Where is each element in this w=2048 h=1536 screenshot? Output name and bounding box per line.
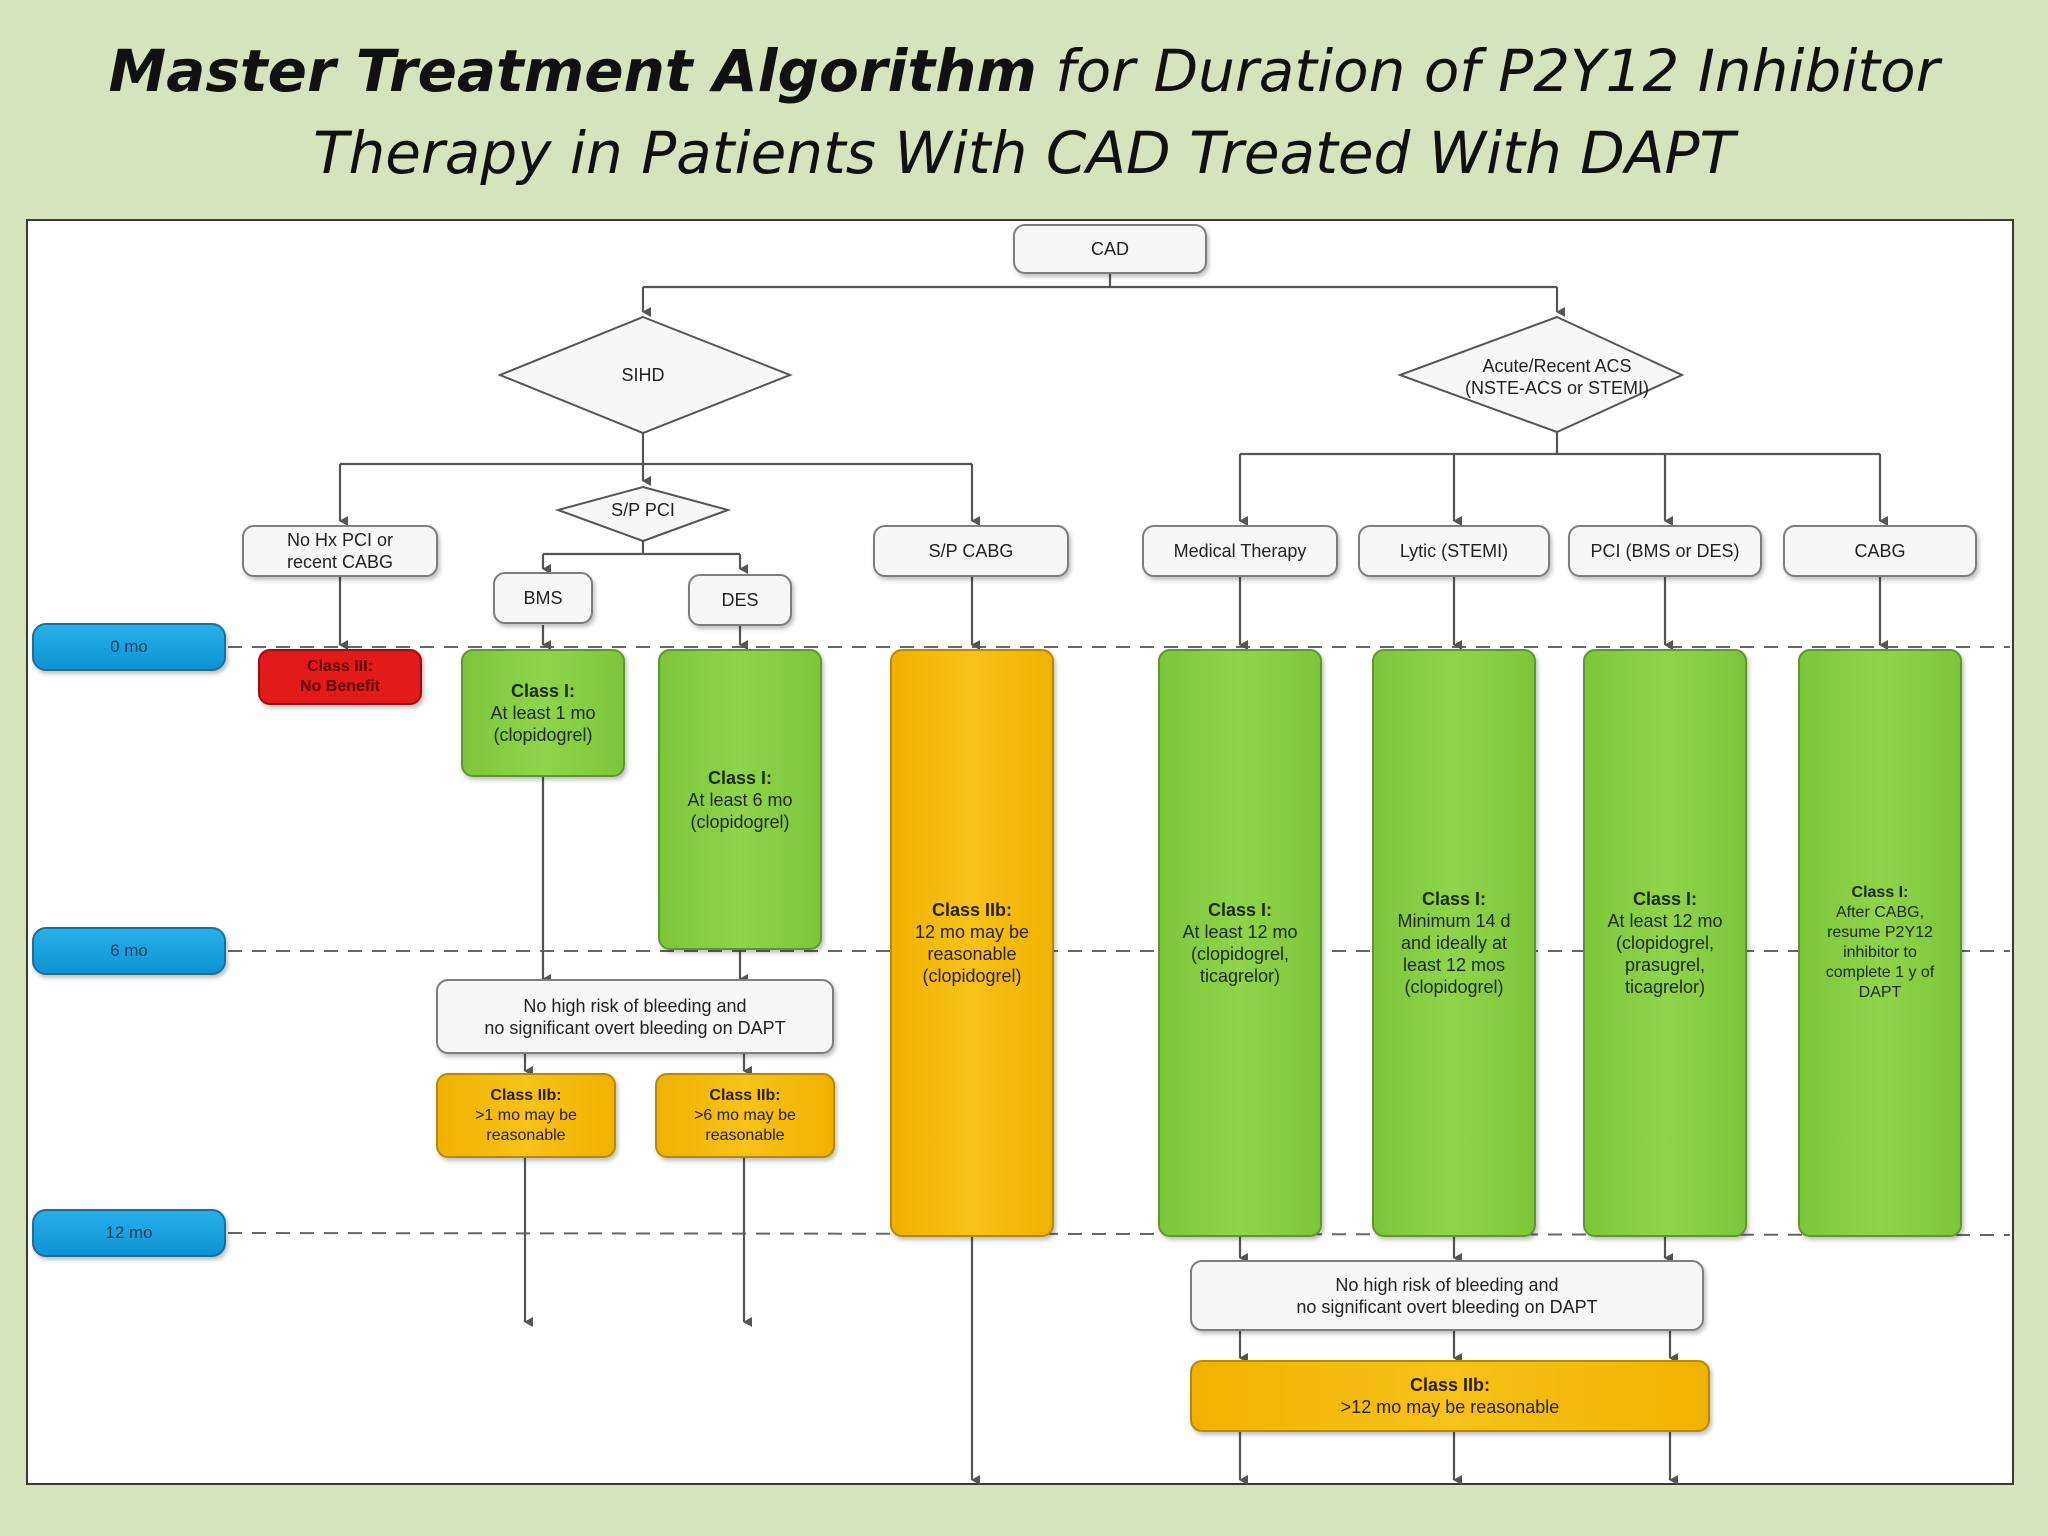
bleeding-criteria-right: No high risk of bleeding and no signific… [1190,1260,1704,1331]
bms-class-label: Class I: [510,681,575,701]
connectors [338,274,1888,1485]
pci-class-label: Class I: [1632,889,1698,909]
bleeding-left-text: No high risk of bleeding and no signific… [484,995,786,1038]
des-class-iib-box: Class IIb: >6 mo may be reasonable [655,1073,835,1158]
des-class-i-box: Class I:At least 6 mo (clopidogrel) [658,649,822,950]
lytic-class-label: Class I: [1421,889,1486,909]
sp-pci-diamond [554,485,732,543]
des-iib-label: Class IIb: [709,1086,781,1104]
acs-cabg-class-label: Class I: [1851,884,1909,901]
no-benefit-text: No Benefit [300,678,380,695]
sp-cabg-class-iib-box: Class IIb:12 mo may be reasonable (clopi… [890,649,1054,1237]
no-hx-pci-node: No Hx PCI or recent CABG [242,525,438,577]
des-iib-text: >6 mo may be reasonable [694,1106,796,1144]
bms-node: BMS [493,572,593,624]
lytic-stemi-node: Lytic (STEMI) [1358,525,1550,577]
sp-pci-label: S/P PCI [611,500,675,520]
cabg-node: CABG [1783,525,1977,577]
bleeding-criteria-left: No high risk of bleeding and no signific… [436,979,834,1054]
acs-label: Acute/Recent ACS (NSTE-ACS or STEMI) [1464,356,1649,398]
timeline-12-mo: 12 mo [32,1209,226,1257]
pci-class-text: At least 12 mo (clopidogrel, prasugrel, … [1607,911,1723,997]
cad-node: CAD [1013,224,1207,274]
medical-class-text: At least 12 mo (clopidogrel, ticagrelor) [1182,922,1298,986]
sp-cabg-class-text: 12 mo may be reasonable (clopidogrel) [914,922,1030,986]
acs-iib-text: >12 mo may be reasonable [1340,1397,1560,1417]
bms-class-iib-box: Class IIb: >1 mo may be reasonable [436,1073,616,1158]
medical-class-i-box: Class I:At least 12 mo (clopidogrel, tic… [1158,649,1322,1237]
bms-iib-text: >1 mo may be reasonable [475,1106,577,1144]
lytic-class-text: Minimum 14 d and ideally at least 12 mos… [1397,911,1511,997]
pci-bms-des-node: PCI (BMS or DES) [1568,525,1762,577]
sihd-label: SIHD [621,365,665,385]
title-bold: Master Treatment Algorithm [108,37,1037,105]
slide-title: Master Treatment Algorithm for Duration … [0,30,2048,194]
sp-cabg-class-label: Class IIb: [931,900,1013,920]
bms-class-text: At least 1 mo (clopidogrel) [490,703,596,745]
bms-class-i-box: Class I:At least 1 mo (clopidogrel) [461,649,625,777]
sp-cabg-node: S/P CABG [873,525,1069,577]
des-node: DES [688,574,792,626]
medical-therapy-node: Medical Therapy [1142,525,1338,577]
sihd-diamond [497,315,793,435]
no-hx-pci-label: No Hx PCI or recent CABG [286,530,394,572]
title-line-2: Therapy in Patients With CAD Treated Wit… [313,119,1735,187]
acs-cabg-class-text: After CABG, resume P2Y12 inhibitor to co… [1825,904,1935,1001]
title-line-1: Master Treatment Algorithm for Duration … [0,30,2048,112]
pci-class-i-box: Class I:At least 12 mo (clopidogrel, pra… [1583,649,1747,1237]
bms-iib-label: Class IIb: [490,1086,562,1104]
timeline-0-mo: 0 mo [32,623,226,671]
bleeding-right-text: No high risk of bleeding and no signific… [1296,1274,1598,1317]
acs-diamond [1397,315,1685,434]
class-iii-no-benefit: Class III: No Benefit [258,649,422,705]
timeline-6-mo: 6 mo [32,927,226,975]
medical-class-label: Class I: [1207,900,1273,920]
des-class-label: Class I: [707,767,772,788]
acs-cabg-class-i-box: Class I: After CABG, resume P2Y12 inhibit… [1798,649,1962,1237]
lytic-class-i-box: Class I:Minimum 14 d and ideally at leas… [1372,649,1536,1237]
title-rest: for Duration of P2Y12 Inhibitor [1036,37,1940,105]
acs-class-iib-box: Class IIb:>12 mo may be reasonable [1190,1360,1710,1432]
acs-iib-label: Class IIb: [1409,1375,1490,1395]
des-class-text: At least 6 mo (clopidogrel) [687,789,793,832]
class-iii-label: Class III: [307,658,373,675]
